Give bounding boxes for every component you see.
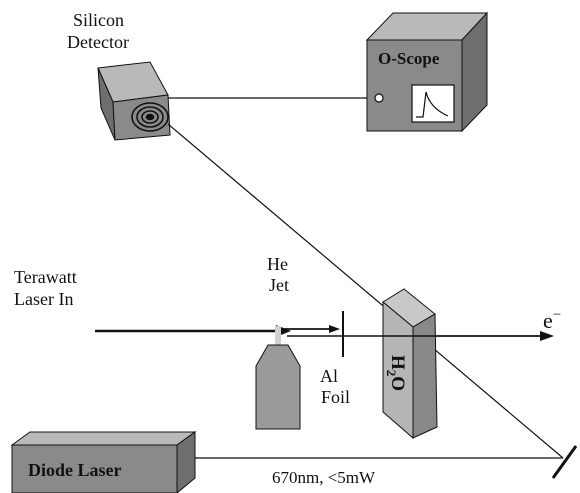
detector-rings-icon bbox=[131, 102, 169, 132]
terawatt-label-line2: Laser In bbox=[14, 289, 73, 309]
diode-laser bbox=[10, 431, 197, 493]
diode-laser-label: Diode Laser bbox=[28, 460, 122, 480]
diode-spec-label: 670nm, <5mW bbox=[272, 468, 376, 487]
mirror bbox=[551, 445, 578, 479]
al-foil-label-line2: Foil bbox=[321, 387, 350, 407]
scope-trace-icon bbox=[416, 91, 449, 118]
he-jet-label-line1: He bbox=[267, 254, 288, 274]
oscope-label: O-Scope bbox=[378, 49, 440, 68]
electron-label: e− bbox=[543, 307, 561, 333]
he-jet-label-line2: Jet bbox=[269, 275, 289, 295]
post-jet-arrowhead-icon bbox=[329, 325, 340, 333]
terawatt-label-line1: Terawatt bbox=[14, 267, 77, 287]
oscilloscope bbox=[365, 11, 489, 133]
he-jet-nozzle bbox=[255, 326, 301, 430]
silicon-detector-label-line1: Silicon bbox=[73, 10, 124, 30]
silicon-detector bbox=[97, 61, 171, 141]
electron-arrowhead-icon bbox=[540, 331, 554, 341]
al-foil-label-line1: Al bbox=[320, 366, 338, 386]
silicon-detector-label-line2: Detector bbox=[67, 32, 129, 52]
diagonal-beam bbox=[167, 123, 564, 459]
water-label: H2O bbox=[384, 355, 408, 391]
scope-input-port bbox=[374, 93, 384, 103]
